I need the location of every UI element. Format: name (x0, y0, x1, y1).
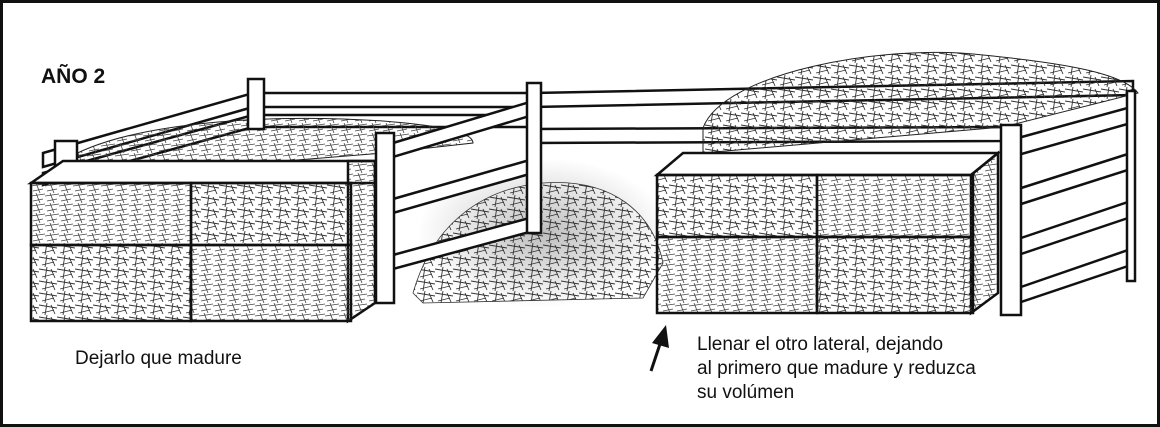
caption-right-line-3: su volúmen (697, 382, 795, 403)
caption-left: Dejarlo que madure (75, 348, 242, 369)
caption-right-line-2: al primero que madure y reduzca (697, 358, 976, 379)
caption-right-line-1: Llenar el otro lateral, dejando (697, 334, 944, 355)
caption-right: Llenar el otro lateral, dejando al prime… (697, 333, 976, 405)
year-title: AÑO 2 (41, 65, 106, 88)
left-bale-stack (26, 159, 377, 324)
divider-wall (53, 77, 543, 305)
right-bale-stack (653, 150, 1002, 316)
compost-bins-illustration (26, 51, 1139, 372)
straw-mound-right (702, 51, 1139, 154)
up-arrow-icon (649, 325, 669, 372)
right-side-wall (999, 89, 1137, 317)
